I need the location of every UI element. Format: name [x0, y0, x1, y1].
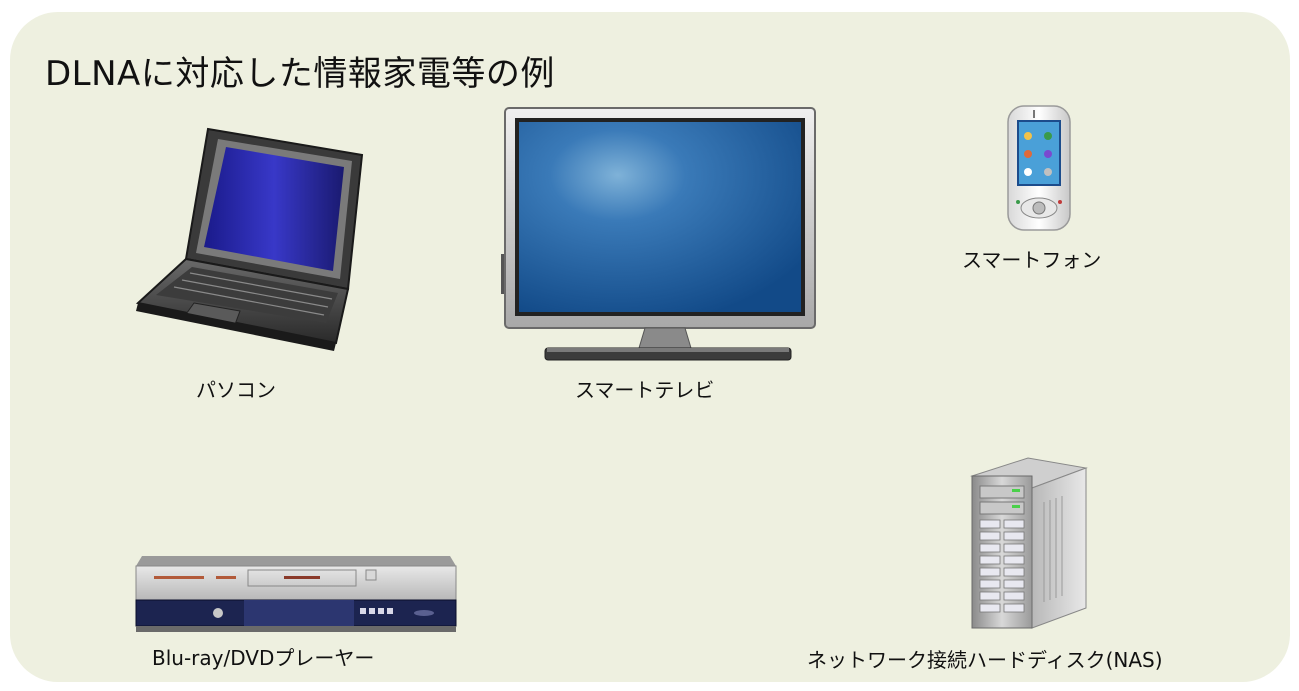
- smartphone-icon: [1004, 104, 1074, 234]
- tv-label: スマートテレビ: [575, 378, 715, 402]
- bluray-player-icon: [134, 552, 464, 642]
- nas-label: ネットワーク接続ハードディスク(NAS): [807, 648, 1163, 672]
- player-label: Blu-ray/DVDプレーヤー: [152, 646, 375, 670]
- pc-label: パソコン: [196, 378, 276, 402]
- diagram-title: DLNAに対応した情報家電等の例: [45, 54, 555, 94]
- diagram-panel: DLNAに対応した情報家電等の例: [10, 12, 1290, 682]
- laptop-icon: [130, 117, 370, 357]
- flat-tv-icon: [495, 104, 835, 364]
- server-tower-icon: [964, 452, 1094, 632]
- phone-label: スマートフォン: [962, 248, 1102, 272]
